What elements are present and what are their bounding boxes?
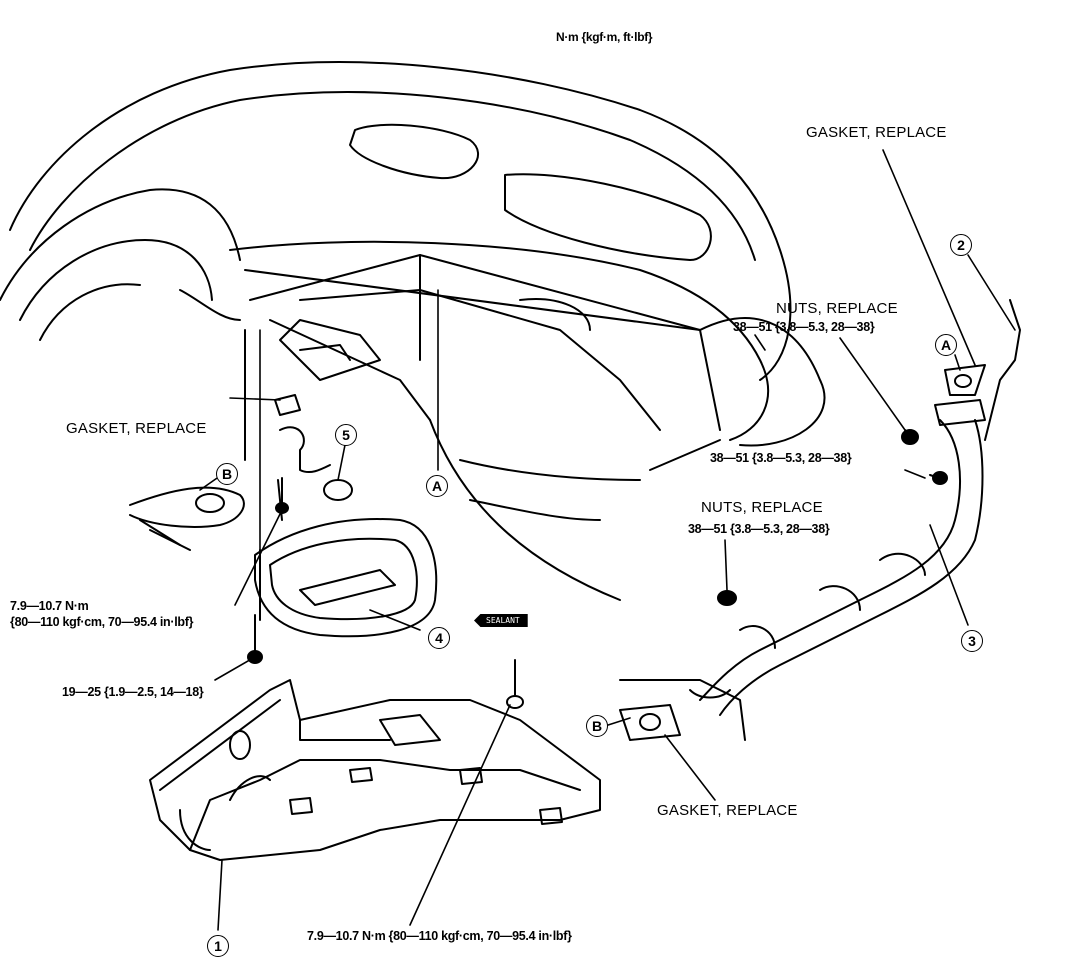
- callout-ref-a-center: A: [426, 475, 448, 497]
- callout-part-2: 2: [950, 234, 972, 256]
- callout-part-1: 1: [207, 935, 229, 957]
- units-header: N·m {kgf·m, ft·lbf}: [556, 30, 653, 44]
- torque-spec-nuts-lower: 38—51 {3.8—5.3, 28—38}: [688, 522, 830, 536]
- gasket-replace-label-bottom: GASKET, REPLACE: [657, 802, 798, 819]
- torque-spec-left-line2: {80—110 kgf·cm, 70—95.4 in·lbf}: [10, 615, 194, 629]
- torque-spec-bottom: 7.9—10.7 N·m {80—110 kgf·cm, 70—95.4 in·…: [307, 929, 572, 943]
- gaskets: [619, 364, 986, 741]
- leader-lines: [199, 149, 1016, 931]
- oil-pan: [254, 518, 438, 638]
- bolts: [247, 429, 948, 709]
- vehicle-body-outline: [0, 61, 826, 601]
- gasket-replace-label-left: GASKET, REPLACE: [66, 420, 207, 437]
- callout-part-5: 5: [335, 424, 357, 446]
- callout-ref-b-bottom: B: [586, 715, 608, 737]
- nuts-replace-label-upper: NUTS, REPLACE: [776, 300, 898, 317]
- callout-part-3: 3: [961, 630, 983, 652]
- nuts-replace-label-lower: NUTS, REPLACE: [701, 499, 823, 516]
- left-crossmember: [129, 486, 245, 551]
- callout-ref-b-left: B: [216, 463, 238, 485]
- torque-spec-left-bolt: 19—25 {1.9—2.5, 14—18}: [62, 685, 204, 699]
- callout-part-4: 4: [428, 627, 450, 649]
- callout-ref-a-top: A: [935, 334, 957, 356]
- exhaust-front-pipe: [619, 299, 1021, 741]
- torque-spec-middle-right: 38—51 {3.8—5.3, 28—38}: [710, 451, 852, 465]
- torque-spec-left-line1: 7.9—10.7 N·m: [10, 599, 89, 613]
- sealant-tag: SEALANT: [474, 614, 528, 627]
- gasket-replace-label-top: GASKET, REPLACE: [806, 124, 947, 141]
- oil-strainer: [274, 394, 353, 521]
- torque-spec-nuts-upper: 38—51 {3.8—5.3, 28—38}: [733, 320, 875, 334]
- engine-undercover: [149, 679, 601, 861]
